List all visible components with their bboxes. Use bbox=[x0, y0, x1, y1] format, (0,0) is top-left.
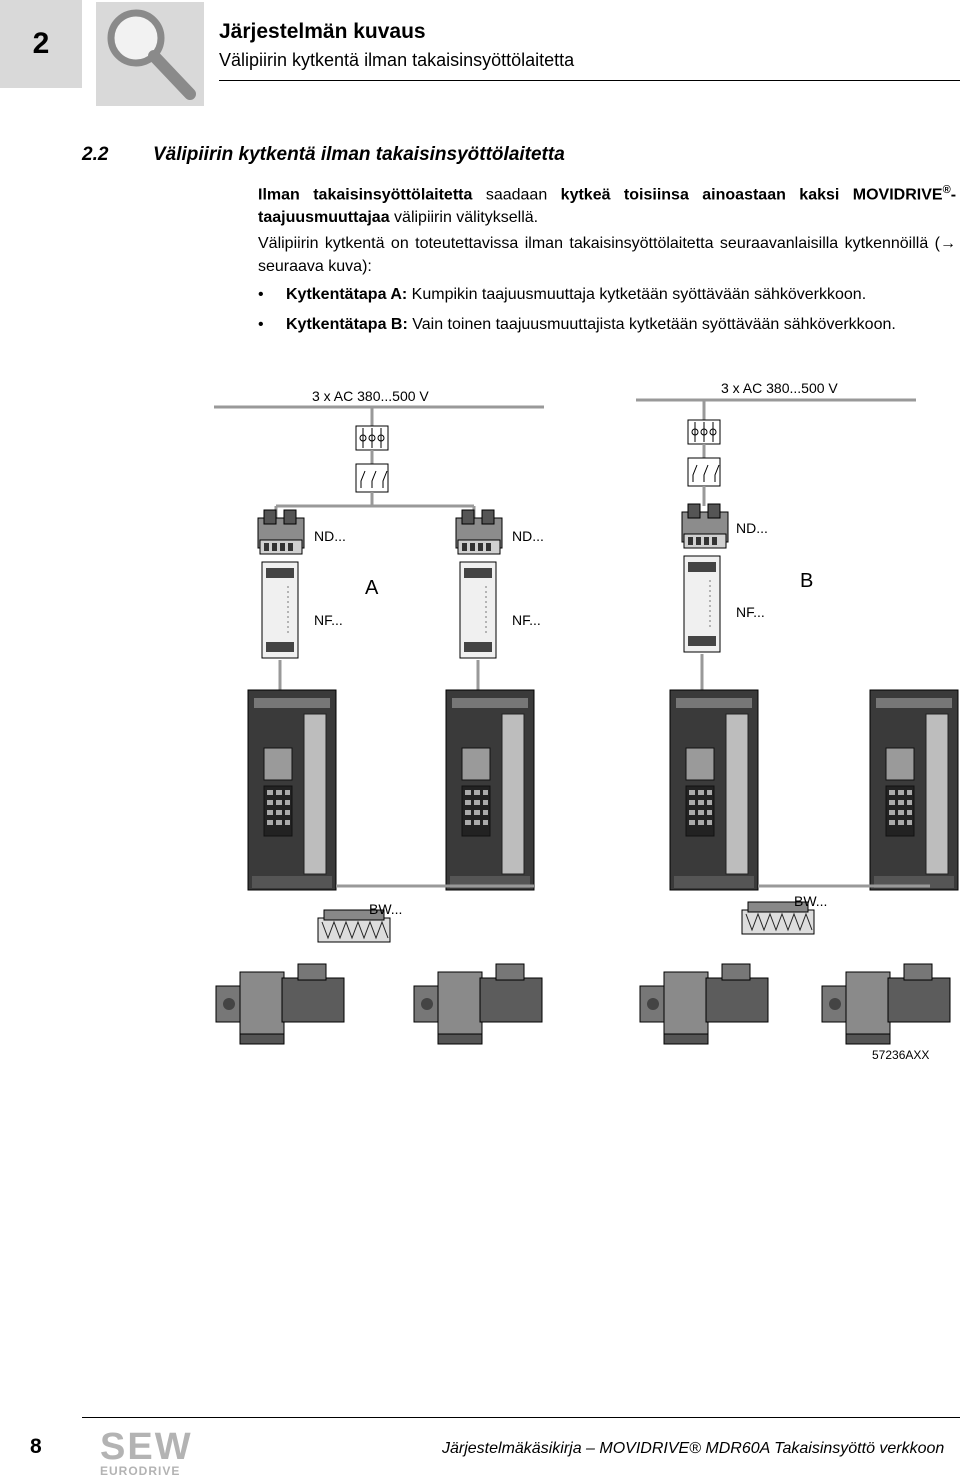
supply-label-b: 3 x AC 380...500 V bbox=[721, 380, 838, 396]
connection-label-a: A bbox=[365, 577, 379, 599]
intro-paragraph: Ilman takaisinsyöttölaitetta saadaan kyt… bbox=[258, 179, 956, 229]
header-subtitle: Välipiirin kytkentä ilman takaisinsyöttö… bbox=[219, 50, 575, 70]
filter-label-3: NF... bbox=[736, 604, 765, 620]
logo-bottom: EURODRIVE bbox=[100, 1464, 181, 1478]
chapter-number-tab: 2 bbox=[0, 0, 82, 88]
intro-bold-c: -taajuusmuuttajaa bbox=[258, 186, 957, 227]
choke-label-2: ND... bbox=[512, 528, 544, 544]
bullet-a-text: Kumpikin taajuusmuuttaja kytketään syött… bbox=[407, 286, 867, 303]
section-number: 2.2 bbox=[82, 144, 109, 165]
choke-label-3: ND... bbox=[736, 520, 768, 536]
magnifier-icon bbox=[107, 9, 196, 100]
bullet-dot: • bbox=[258, 286, 264, 303]
section-title: Välipiirin kytkentä ilman takaisinsyöttö… bbox=[152, 144, 565, 165]
footer-text: Järjestelmäkäsikirja – MOVIDRIVE® MDR60A… bbox=[442, 1440, 945, 1457]
connection-label-b: B bbox=[800, 570, 814, 592]
magnifier-icon-box bbox=[96, 2, 204, 106]
intro-text-a: saadaan bbox=[472, 186, 561, 204]
connection-paragraph: Välipiirin kytkentä on toteutettavissa i… bbox=[258, 235, 956, 275]
bullet-a-bold: Kytkentätapa A: bbox=[286, 286, 408, 303]
intro-bold-a: Ilman takaisinsyöttölaitetta bbox=[258, 186, 473, 204]
chapter-number: 2 bbox=[32, 27, 50, 60]
bullet-b-text: Vain toinen taajuusmuuttajista kytketään… bbox=[407, 316, 896, 333]
footer-divider bbox=[82, 1417, 960, 1418]
filter-label-2: NF... bbox=[512, 612, 541, 628]
resistor-label-2: BW... bbox=[794, 893, 828, 909]
sew-eurodrive-logo: SEW EURODRIVE bbox=[100, 1426, 193, 1478]
choke-label-1: ND... bbox=[314, 528, 346, 544]
bullet-connection-b: • Kytkentätapa B: Vain toinen taajuusmuut… bbox=[258, 316, 896, 334]
registered-mark: ® bbox=[942, 184, 951, 196]
header-title: Järjestelmän kuvaus bbox=[219, 20, 426, 43]
filter-label-1: NF... bbox=[314, 612, 343, 628]
figure-id: 57236AXX bbox=[872, 1048, 930, 1062]
page-number: 8 bbox=[30, 1435, 42, 1458]
supply-label-a: 3 x AC 380...500 V bbox=[312, 388, 429, 404]
logo-top: SEW bbox=[100, 1426, 193, 1468]
intro-bold-b: kytkeä toisiinsa ainoastaan kaksi MOVIDR… bbox=[560, 186, 943, 204]
bullet-connection-a: • Kytkentätapa A: Kumpikin taajuusmuuttaj… bbox=[258, 286, 866, 304]
bullet-dot: • bbox=[258, 316, 264, 333]
header-divider bbox=[219, 80, 960, 81]
wiring-figure bbox=[214, 398, 959, 1045]
section-heading: 2.2 Välipiirin kytkentä ilman takaisinsy… bbox=[82, 144, 565, 166]
intro-text-b: välipiirin välityksellä. bbox=[389, 209, 539, 227]
bullet-b-bold: Kytkentätapa B: bbox=[286, 316, 408, 333]
resistor-label-1: BW... bbox=[369, 901, 403, 917]
